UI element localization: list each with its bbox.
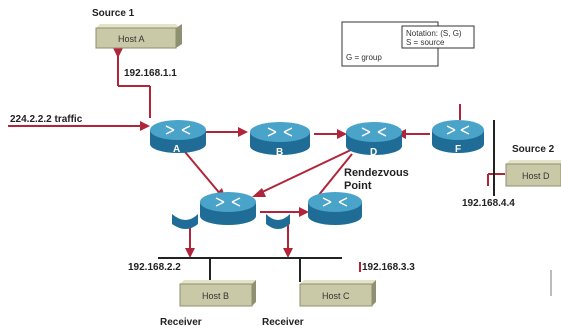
host-b-ip-label: 192.168.2.2 [128,262,181,273]
router-d-top [346,122,402,142]
host-c: Host C [299,280,376,307]
host-b: Host B [179,280,256,307]
router-b-label: B [276,147,283,158]
router-b-bottom [250,137,310,155]
router-d-arrows [361,127,387,137]
router-lower-right [308,192,362,225]
host-d-top [506,160,561,164]
arrowhead-traffic [140,121,150,131]
network-links [8,50,505,272]
host-a-label: Host A [118,34,145,44]
router-lower-left [200,192,256,225]
router-a-arrows [165,125,191,135]
router-f-top [432,120,484,140]
arrowhead-b-to-d [337,129,347,139]
router-lower-right-arrows [322,197,348,207]
host-b-side [252,280,256,306]
arrowhead-lower-right-down [283,248,293,258]
host-a-top [96,24,180,28]
legend-line1: Notation: (S, G) [406,29,462,38]
host-d-label: Host D [522,171,550,181]
router-fragment-left [172,214,198,229]
legend-line2: S = source [406,38,445,47]
router-lower-left-arrows [215,197,241,207]
router-fragment-right [266,214,290,229]
lan-segments [158,120,495,282]
router-lower-right-top [308,192,362,212]
host-a-side [176,24,182,48]
arrowhead-a-to-b [238,127,248,137]
arrowhead-lower-right [299,207,309,217]
host-c-top [300,280,376,284]
host-d-box [505,163,561,187]
host-c-side [372,280,376,306]
router-fragments [172,214,290,229]
router-lower-left-top [200,192,256,212]
legend-line3: G = group [346,53,382,62]
receiver-left-label: Receiver [160,317,202,328]
host-b-top [180,280,256,284]
host-c-label: Host C [322,291,350,301]
host-b-label: Host B [202,291,229,301]
router-d-label: D [370,147,377,158]
router-b-arrows [267,127,293,137]
link-a-to-lower-left [179,145,223,197]
legend-front-box [401,25,475,49]
router-a: A [150,120,206,155]
router-lower-left-bottom [200,207,256,225]
notation-legend: Notation: (S, G) S = source G = group [341,21,475,67]
arrowhead-hosta [113,48,123,58]
router-f-arrows [446,125,470,135]
link-d-to-lower-left [257,147,356,195]
rendezvous-point-line2: Point [344,180,372,192]
router-f-bottom [432,135,484,153]
receiver-right-label: Receiver [262,317,304,328]
host-d-ip-label: 192.168.4.4 [462,198,515,209]
arrowhead-lower-left-down [185,248,195,258]
router-d-bottom [346,137,402,155]
source2-label: Source 2 [512,144,555,155]
host-c-ip-label: 192.168.3.3 [362,262,415,273]
router-f-label: F [455,144,461,155]
rendezvous-point-line1: Rendezvous [344,167,409,179]
router-b: B [250,122,310,158]
source1-label: Source 1 [92,8,135,19]
router-lower-right-bottom [308,207,362,225]
arrowhead-d-to-lower-left [252,188,266,197]
router-f: F [432,120,484,155]
router-b-top [250,122,310,142]
host-d: Host D [505,160,561,187]
router-a-bottom [150,135,206,153]
host-a: Host A [95,24,182,49]
router-a-top [150,120,206,140]
host-a-ip-label: 192.168.1.1 [124,68,177,79]
router-a-label: A [173,144,180,155]
router-d: D [346,122,402,158]
link-lower-right-to-d [317,153,353,197]
traffic-label: 224.2.2.2 traffic [10,114,83,125]
